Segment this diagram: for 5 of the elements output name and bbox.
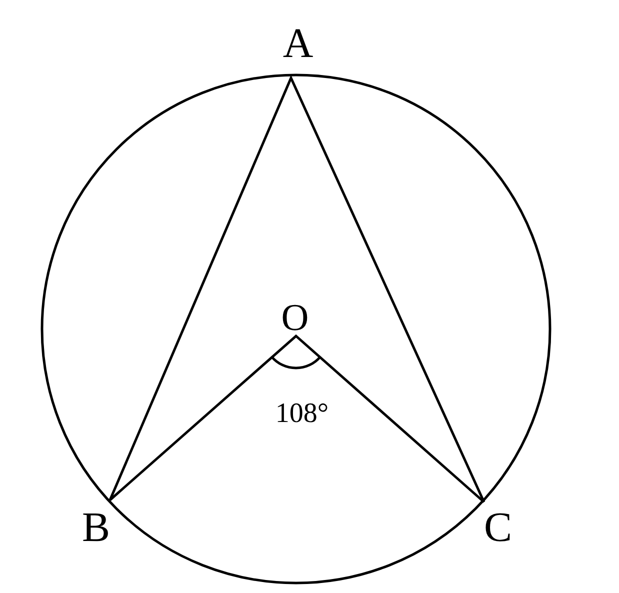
point-label: B [82,507,110,549]
point-label: A [282,23,314,65]
point-label: C [484,507,512,549]
angle-label: 108° [275,400,329,428]
point-label: O [281,299,309,337]
